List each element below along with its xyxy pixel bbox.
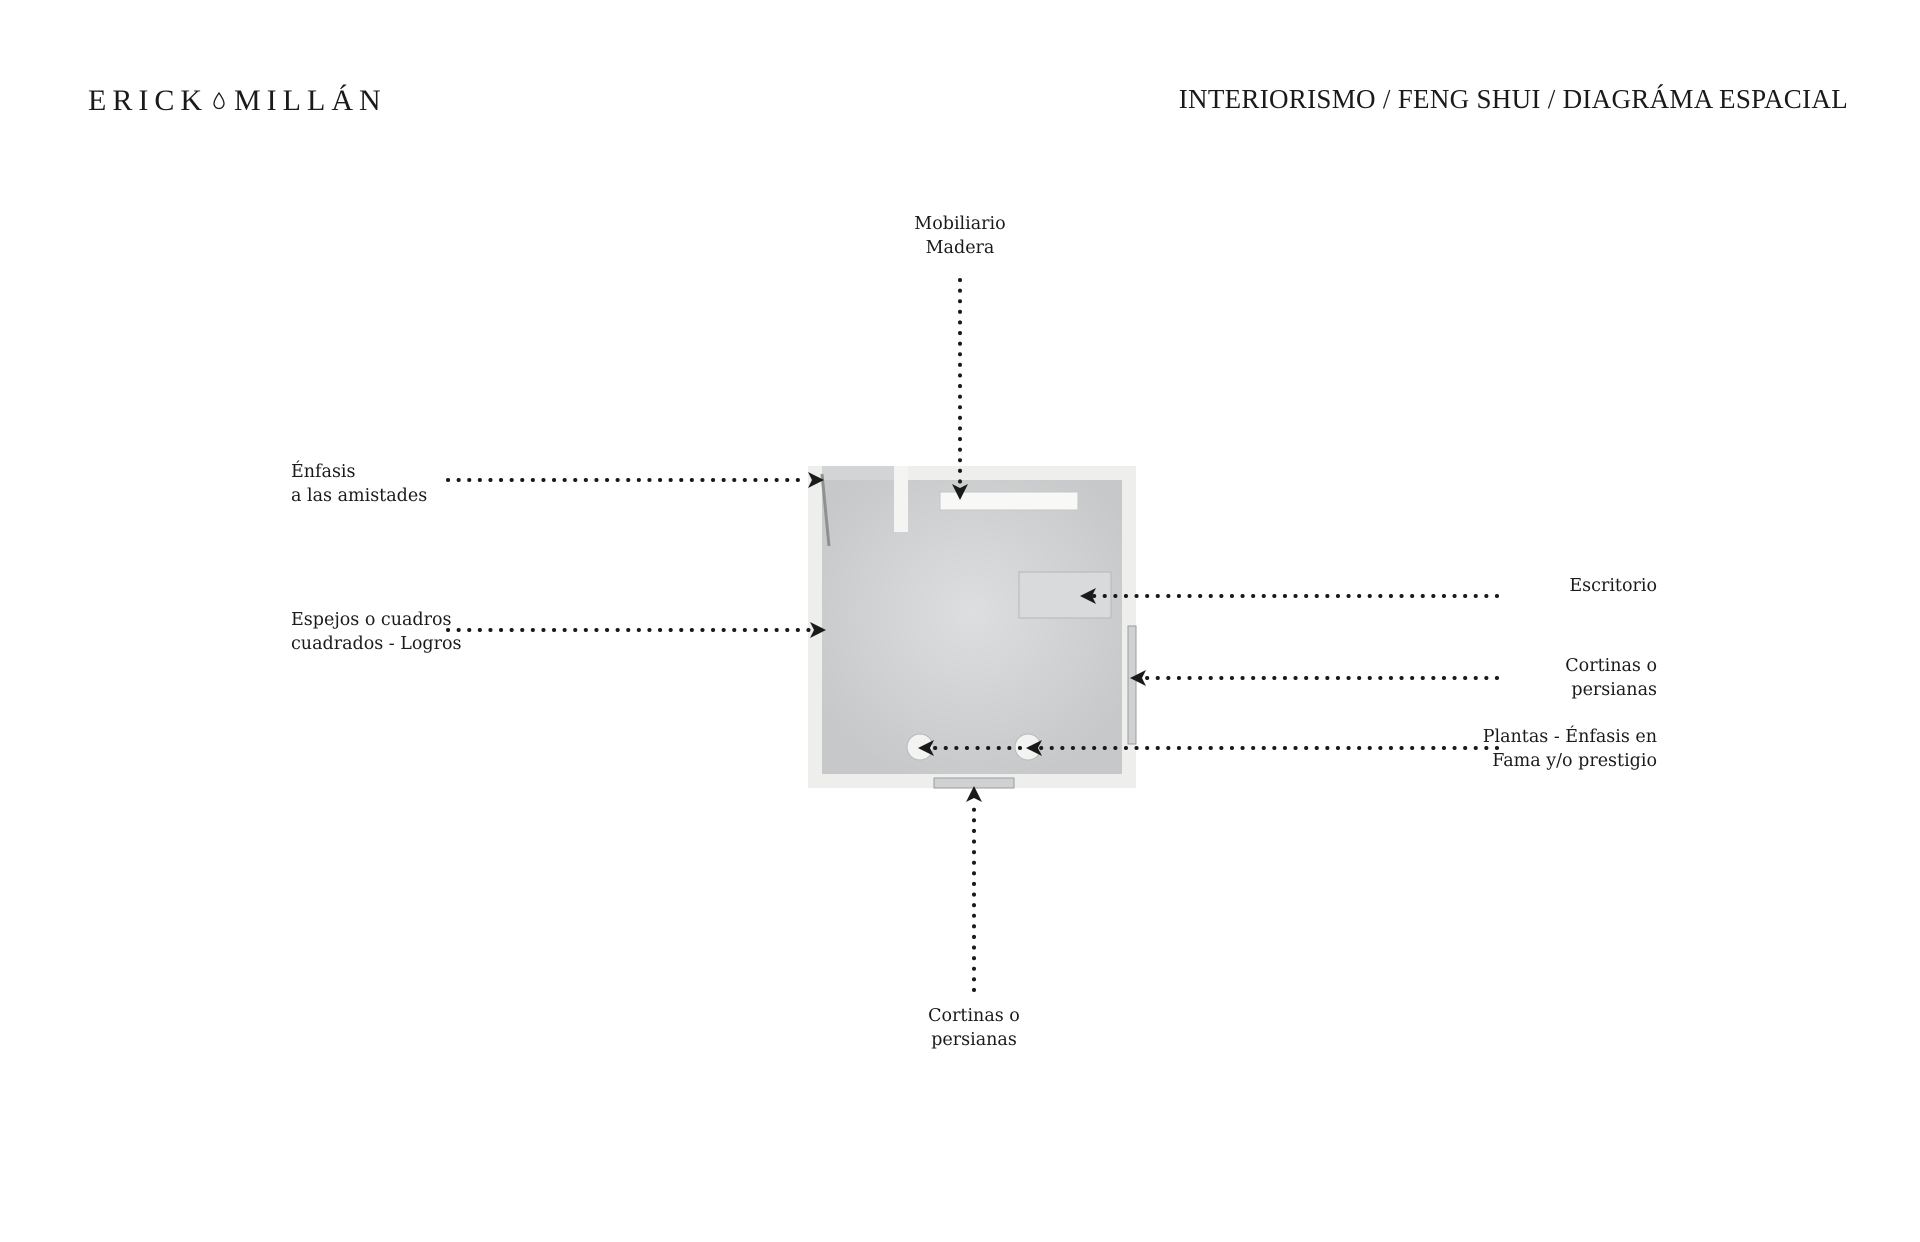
brand-name-left: ERICK <box>88 84 208 117</box>
arrowhead-mobiliario <box>952 484 968 500</box>
label-espejos: Espejos o cuadros cuadrados - Logros <box>291 608 462 656</box>
label-line: Espejos o cuadros <box>291 610 452 630</box>
curtains-right <box>1127 625 1137 745</box>
label-cortinas-right: Cortinas o persianas <box>1565 654 1657 702</box>
label-cortinas-bottom: Cortinas o persianas <box>904 1004 1044 1052</box>
label-line: Cortinas o <box>928 1006 1020 1026</box>
arrowhead-cortinas-bottom <box>966 786 982 802</box>
label-escritorio: Escritorio <box>1569 574 1657 598</box>
label-mobiliario: Mobiliario Madera <box>900 212 1020 260</box>
wall-partition <box>894 466 908 532</box>
label-line: Cortinas o <box>1565 656 1657 676</box>
arrowhead-espejos <box>810 622 826 638</box>
arrowhead-plantas-left <box>918 740 934 756</box>
label-line: persianas <box>1571 680 1657 700</box>
page-title: INTERIORISMO / FENG SHUI / DIAGRÁMA ESPA… <box>1178 84 1848 114</box>
label-enfasis-amistades: Énfasis a las amistades <box>291 460 427 508</box>
label-line: Plantas - Énfasis en <box>1482 727 1657 747</box>
arrowhead-enfasis-amistades <box>808 472 824 488</box>
label-line: Mobiliario <box>914 214 1006 234</box>
door-opening-top <box>822 466 894 480</box>
water-drop-icon <box>213 92 225 110</box>
label-line: Escritorio <box>1569 576 1657 596</box>
brand-logo: ERICK MILLÁN <box>88 84 387 118</box>
arrowhead-cortinas-right <box>1130 670 1146 686</box>
label-line: Fama y/o prestigio <box>1492 751 1657 771</box>
label-line: persianas <box>931 1030 1017 1050</box>
label-line: cuadrados - Logros <box>291 634 462 654</box>
wooden-shelf <box>939 491 1079 511</box>
label-line: Madera <box>925 238 995 258</box>
label-line: Énfasis <box>291 462 356 482</box>
label-plantas: Plantas - Énfasis en Fama y/o prestigio <box>1483 725 1657 773</box>
room-floor <box>822 480 1122 774</box>
desk <box>1018 571 1112 619</box>
label-line: a las amistades <box>291 486 428 506</box>
arrowhead-plantas-right <box>1026 740 1042 756</box>
arrowhead-escritorio <box>1080 588 1096 604</box>
brand-name-right: MILLÁN <box>234 84 387 117</box>
room-plan <box>808 466 1137 789</box>
door-left <box>820 473 831 547</box>
